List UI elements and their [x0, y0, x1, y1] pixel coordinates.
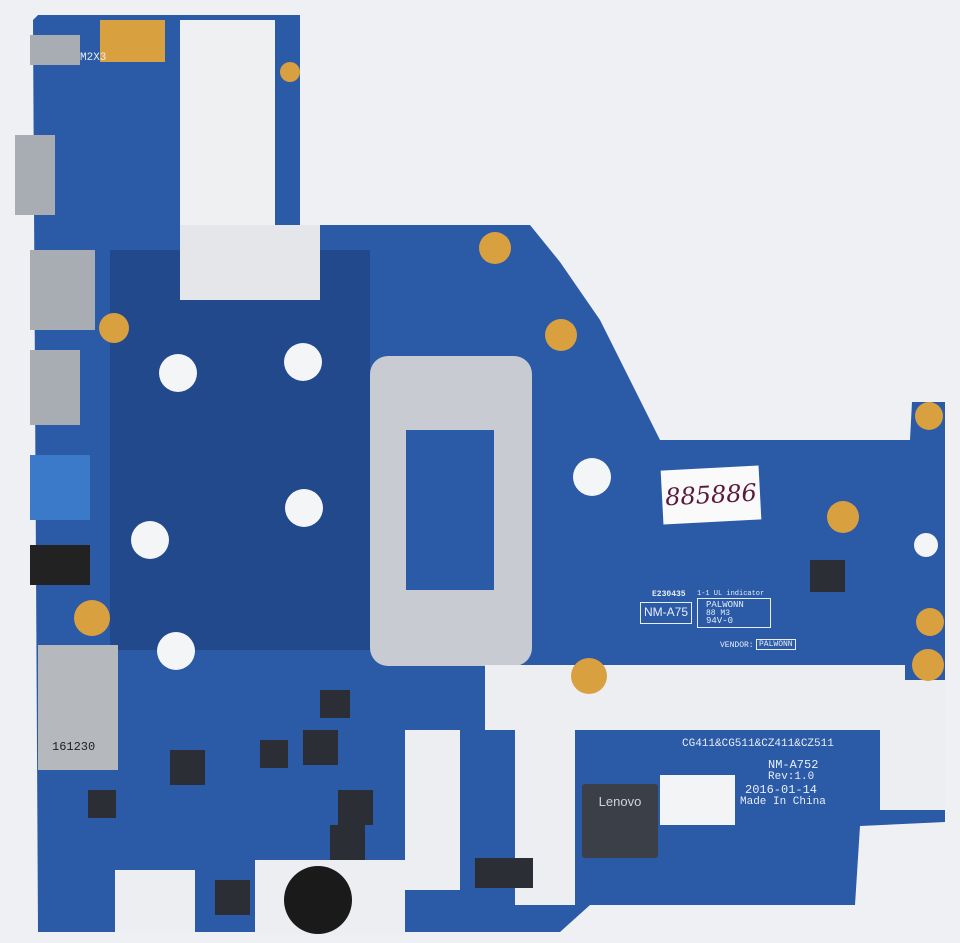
ul-indicator-label: 1-1 UL indicator — [697, 590, 765, 598]
ports — [15, 35, 118, 770]
white-strip — [405, 730, 460, 890]
white-strip — [660, 775, 735, 825]
coin-battery — [284, 866, 352, 934]
pcb-code-label: 88 M3 — [706, 609, 731, 618]
vendor-label: VENDOR: — [720, 641, 754, 650]
white-strip — [115, 870, 195, 932]
screw-label: M2X3 — [80, 52, 107, 64]
card-date-label: 161230 — [52, 740, 96, 754]
ribbon-strip — [180, 225, 320, 300]
white-strip — [880, 680, 945, 810]
board-ids-label: CG411&CG511&CZ411&CZ511 — [682, 738, 834, 750]
lenovo-chip: Lenovo — [582, 784, 658, 858]
white-strip — [485, 665, 905, 730]
ribbon-strip — [180, 20, 275, 230]
revision-label: Rev:1.0 — [768, 771, 815, 783]
ecode-label: E230435 — [652, 590, 686, 599]
model-box-label: NM-A75 — [644, 605, 689, 619]
date-label: 2016-01-14 — [745, 783, 818, 797]
chip-brand: Lenovo — [598, 794, 642, 809]
mounting-holes — [131, 343, 938, 670]
inventory-sticker: 885886 — [660, 465, 762, 525]
chips — [88, 560, 845, 915]
origin-label: Made In China — [740, 796, 826, 808]
vendor-name-label: PALWONN — [756, 639, 796, 650]
pcb-vendor-label: PALWONN — [706, 600, 744, 610]
board-model-label: NM-A752 — [768, 758, 819, 772]
flammability-label: 94V-0 — [706, 616, 734, 626]
gold-pads — [74, 20, 944, 694]
cpu-die-area — [406, 430, 494, 590]
pcb-dark-region — [110, 250, 370, 650]
